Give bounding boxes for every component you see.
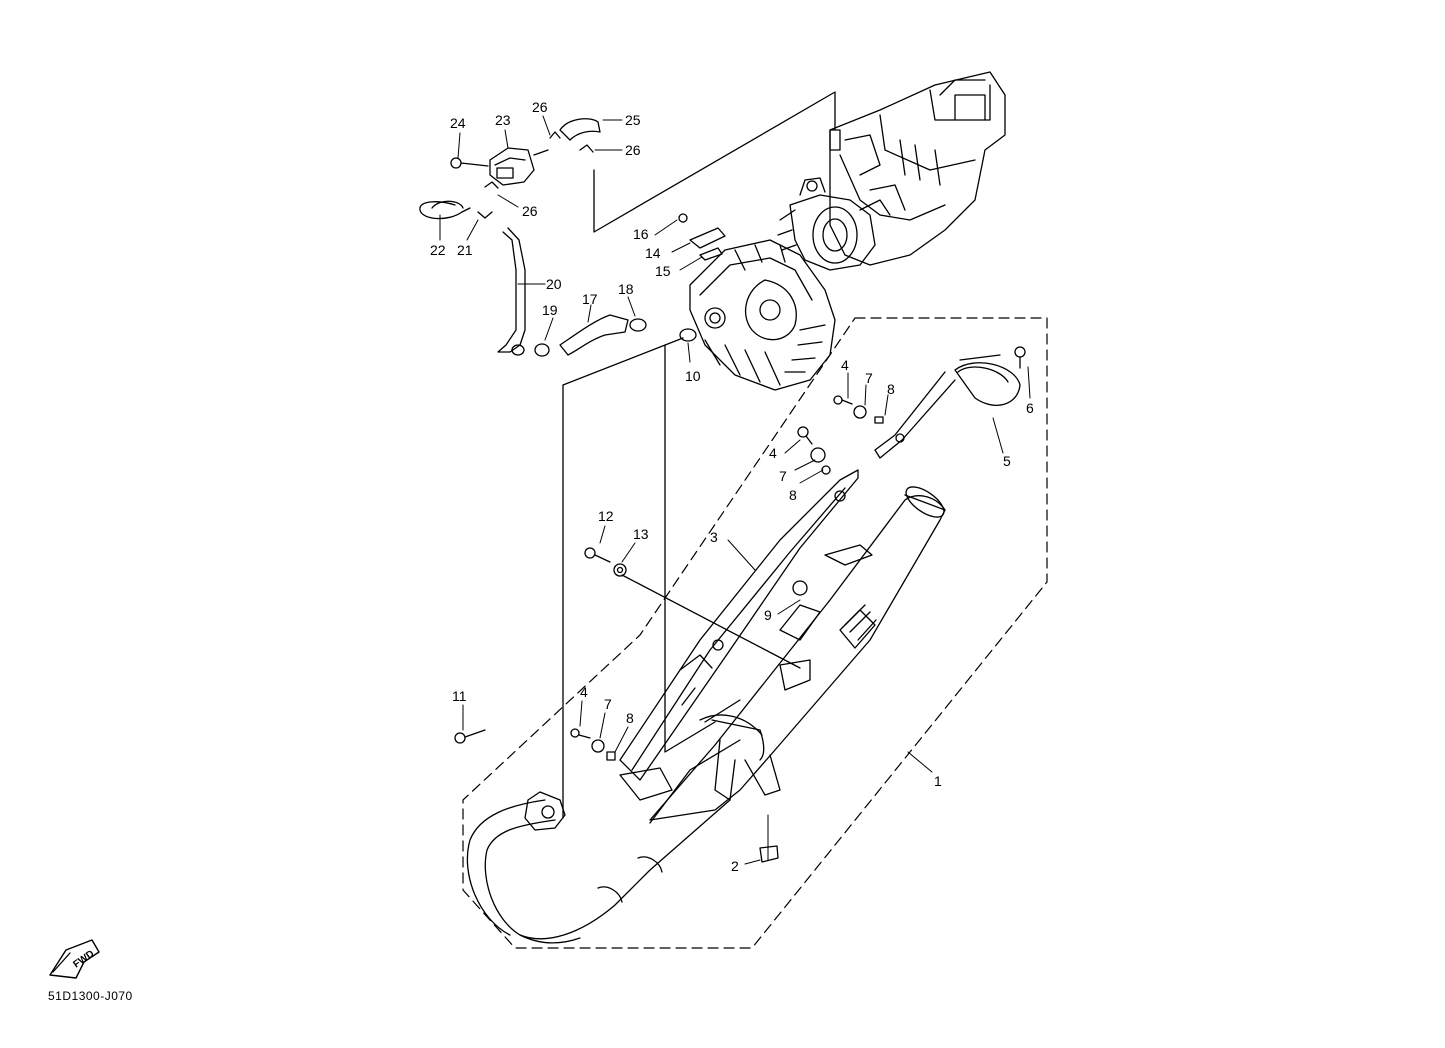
air-induction-valve bbox=[450, 147, 549, 186]
callout-14: 14 bbox=[645, 245, 661, 261]
air-box bbox=[829, 71, 1006, 266]
pipe-20 bbox=[497, 227, 526, 353]
pipe-20-end bbox=[511, 344, 525, 356]
clip-26a bbox=[549, 131, 561, 139]
callout-5: 5 bbox=[1003, 453, 1011, 469]
callout-2: 2 bbox=[731, 858, 739, 874]
clip-21 bbox=[477, 211, 493, 219]
bracket-upper bbox=[824, 544, 873, 566]
hose-22 bbox=[419, 201, 471, 220]
callout-20: 20 bbox=[546, 276, 562, 292]
fwd-arrow-icon bbox=[49, 939, 100, 979]
plate-14 bbox=[689, 227, 726, 249]
hose-17 bbox=[559, 314, 629, 356]
callout-1: 1 bbox=[934, 773, 942, 789]
callout-19: 19 bbox=[542, 302, 558, 318]
clip-19 bbox=[534, 343, 550, 357]
callout-13: 13 bbox=[633, 526, 649, 542]
callout-21: 21 bbox=[457, 242, 473, 258]
callout-18: 18 bbox=[618, 281, 634, 297]
bolt-16 bbox=[678, 213, 688, 223]
callout-10: 10 bbox=[685, 368, 701, 384]
leader-12-13 bbox=[621, 574, 801, 669]
callout-6: 6 bbox=[1026, 400, 1034, 416]
callout-4b: 4 bbox=[769, 445, 777, 461]
carburetor bbox=[777, 177, 891, 271]
callout-26c: 26 bbox=[522, 203, 538, 219]
callout-26b: 26 bbox=[625, 142, 641, 158]
callout-15: 15 bbox=[655, 263, 671, 279]
leader-assembly-to-hose bbox=[562, 337, 684, 819]
callout-4c: 4 bbox=[580, 684, 588, 700]
callout-7b: 7 bbox=[779, 468, 787, 484]
gasket-15 bbox=[699, 247, 723, 261]
bracket-mid bbox=[779, 604, 821, 641]
callout-24: 24 bbox=[450, 115, 466, 131]
callout-7a: 7 bbox=[865, 370, 873, 386]
cylinder-head bbox=[689, 239, 836, 391]
callout-16: 16 bbox=[633, 226, 649, 242]
bracket-lower bbox=[619, 767, 673, 801]
hose-22-inner bbox=[431, 200, 464, 209]
callout-22: 22 bbox=[430, 242, 446, 258]
gasket-10 bbox=[679, 328, 697, 342]
grommet-2 bbox=[759, 845, 779, 863]
clip-18 bbox=[629, 318, 647, 332]
clip-26c bbox=[484, 181, 499, 189]
callout-23: 23 bbox=[495, 112, 511, 128]
exhaust-pipe bbox=[466, 739, 741, 944]
leader-25-carb bbox=[593, 91, 836, 233]
callout-9: 9 bbox=[764, 607, 772, 623]
callout-25: 25 bbox=[625, 112, 641, 128]
callout-8b: 8 bbox=[789, 487, 797, 503]
muffler-bracket bbox=[874, 354, 1021, 459]
hose-25 bbox=[559, 118, 601, 141]
fasteners bbox=[454, 346, 1026, 863]
callout-numbers: 1 2 3 4 4 4 5 6 7 7 7 8 8 8 9 10 11 12 1… bbox=[430, 99, 1034, 874]
leader-10 bbox=[664, 344, 716, 753]
callout-12: 12 bbox=[598, 508, 614, 524]
callout-3: 3 bbox=[710, 529, 718, 545]
callout-leaders bbox=[439, 115, 1031, 865]
muffler bbox=[649, 486, 946, 821]
callout-7c: 7 bbox=[604, 696, 612, 712]
callout-4a: 4 bbox=[841, 357, 849, 373]
diagram-code: 51D1300-J070 bbox=[48, 989, 133, 1003]
callout-8a: 8 bbox=[887, 381, 895, 397]
assembly-1-boundary bbox=[462, 317, 1048, 949]
callout-8c: 8 bbox=[626, 710, 634, 726]
fwd-label: FWD bbox=[71, 948, 96, 970]
callout-26a: 26 bbox=[532, 99, 548, 115]
callout-11: 11 bbox=[452, 688, 467, 704]
heat-shield bbox=[619, 469, 859, 781]
clip-26b bbox=[579, 144, 594, 153]
callout-17: 17 bbox=[582, 291, 598, 307]
